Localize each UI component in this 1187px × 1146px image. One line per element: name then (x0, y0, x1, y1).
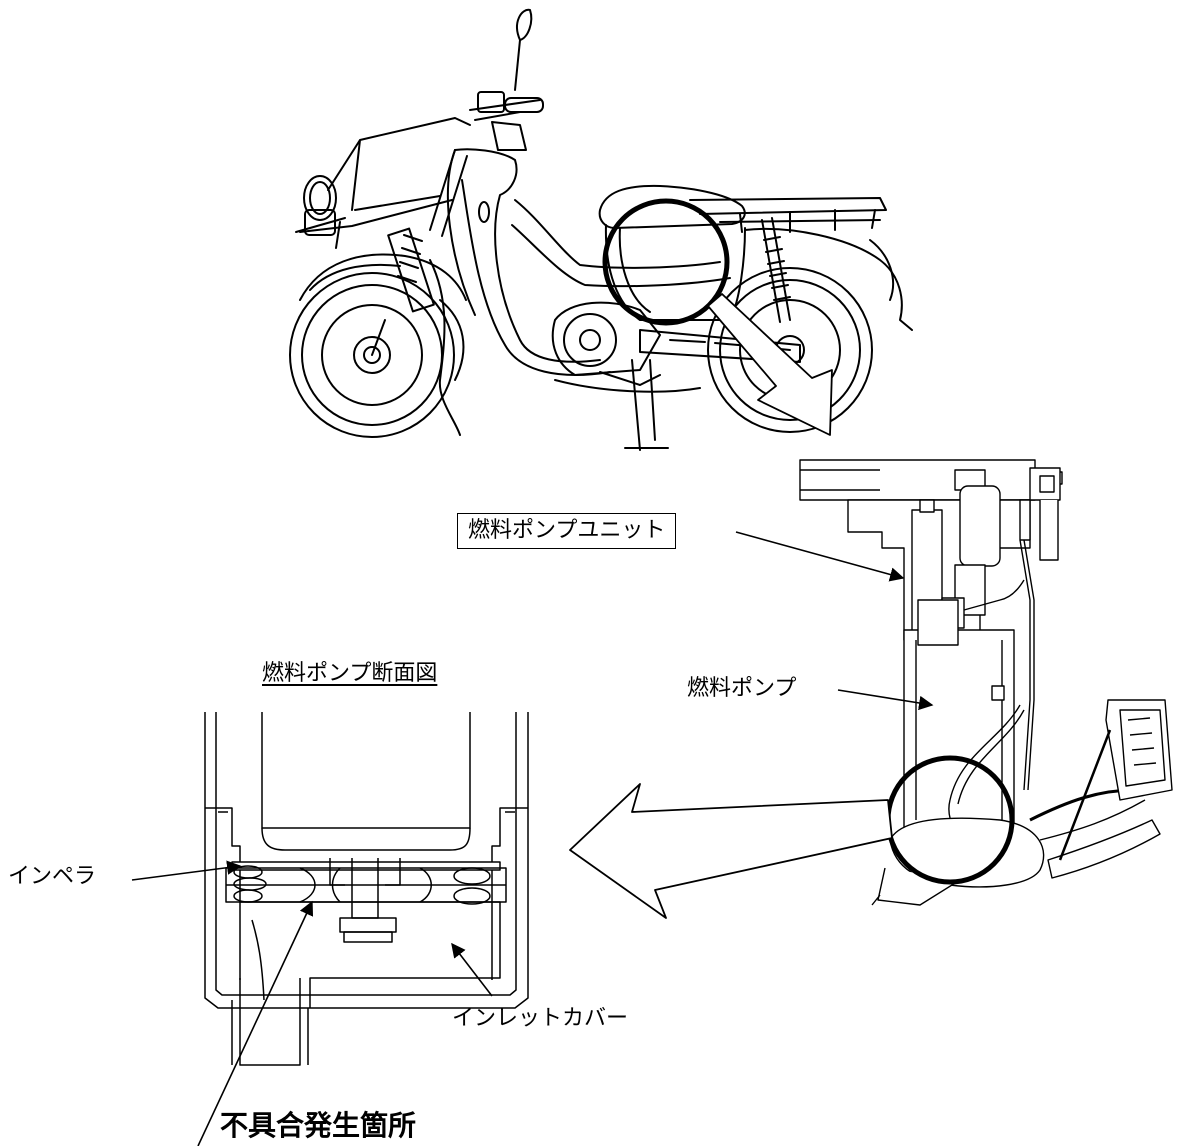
rear-rack (689, 197, 887, 233)
seat (598, 184, 746, 229)
handlebar (469, 8, 544, 151)
label-impeller: インペラ (8, 864, 97, 889)
pump-leader (837, 689, 934, 711)
motorcycle-illustration (289, 8, 913, 451)
inlet-cover-leader (451, 942, 493, 997)
front-fender (299, 253, 467, 301)
defect-location-leader (197, 900, 314, 1146)
fuel-tank-highlight-circle (602, 198, 730, 326)
label-fuel-pump-unit: 燃料ポンプユニット (457, 513, 677, 549)
impeller-leader (131, 860, 242, 881)
front-fork (371, 149, 468, 356)
label-inlet-cover: インレットカバー (452, 1006, 629, 1031)
headlight (295, 175, 346, 236)
pump-cross-section (204, 712, 529, 1066)
label-fuel-pump: 燃料ポンプ (687, 676, 797, 701)
label-defect-location: 不具合発生箇所 (220, 1109, 417, 1142)
fuel-pump-unit-illustration (799, 459, 1173, 906)
front-rack (299, 117, 471, 233)
label-fuel-pump-section-title: 燃料ポンプ断面図 (262, 661, 438, 686)
kickstand (624, 359, 669, 451)
leg-shield (454, 148, 601, 363)
rear-fender (744, 227, 913, 331)
engine (551, 301, 661, 386)
zoom-arrow-2 (569, 783, 893, 919)
pump-unit-leader (735, 531, 905, 582)
front-wheel (289, 272, 455, 438)
zoom-arrow-1 (707, 293, 833, 436)
rear-shock (761, 217, 791, 323)
